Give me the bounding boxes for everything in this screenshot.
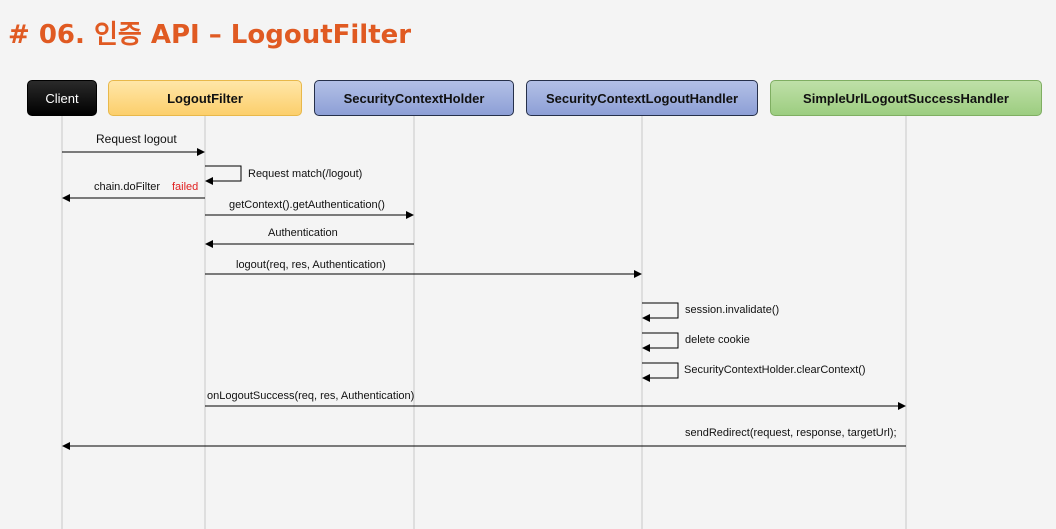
- arrow-request-match: [205, 165, 242, 185]
- actor-logout-filter: LogoutFilter: [108, 80, 302, 116]
- label-send-redirect: sendRedirect(request, response, targetUr…: [685, 427, 897, 439]
- actor-client: Client: [27, 80, 97, 116]
- arrow-session-invalidate: [642, 302, 679, 322]
- label-request-logout: Request logout: [96, 132, 177, 146]
- label-authentication: Authentication: [268, 227, 338, 239]
- label-failed: failed: [172, 181, 199, 193]
- actor-security-context-logout-handler: SecurityContextLogoutHandler: [526, 80, 758, 116]
- arrow-clear-context: [642, 362, 679, 382]
- label-session-invalidate: session.invalidate(): [685, 304, 780, 316]
- label-on-logout-success: onLogoutSuccess(req, res, Authentication…: [207, 390, 415, 402]
- label-request-match: Request match(/logout): [248, 168, 363, 180]
- page-title: # 06. 인증 API – LogoutFilter: [8, 20, 412, 50]
- label-get-context: getContext().getAuthentication(): [229, 199, 385, 211]
- label-delete-cookie: delete cookie: [685, 334, 750, 346]
- actor-simple-url-logout-success-handler: SimpleUrlLogoutSuccessHandler: [770, 80, 1042, 116]
- arrow-delete-cookie: [642, 332, 679, 352]
- label-clear-context: SecurityContextHolder.clearContext(): [684, 364, 866, 376]
- actor-security-context-holder: SecurityContextHolder: [314, 80, 514, 116]
- label-logout-call: logout(req, res, Authentication): [236, 259, 386, 271]
- label-chain-do-filter: chain.doFilter: [94, 181, 161, 193]
